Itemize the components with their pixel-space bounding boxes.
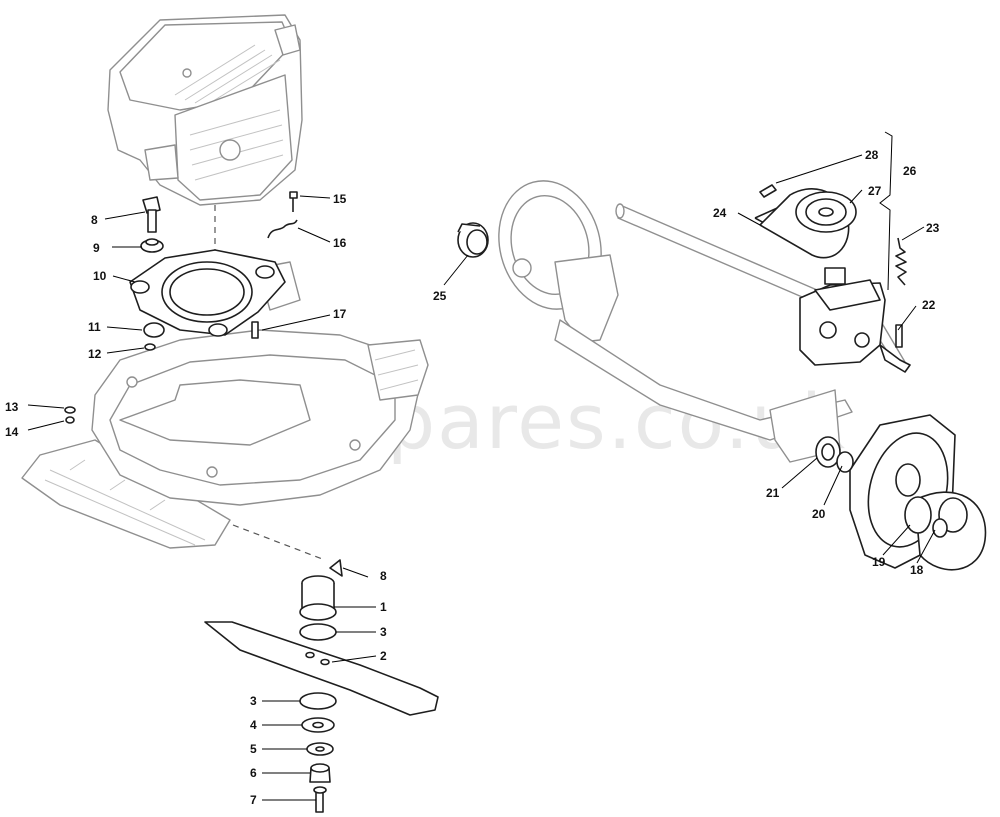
callout-22: 21 bbox=[766, 486, 780, 500]
callout-6: 6 bbox=[250, 766, 257, 780]
wheel-assembly bbox=[815, 414, 987, 571]
blade-assembly bbox=[204, 559, 439, 813]
callout-9: 8 bbox=[91, 213, 98, 227]
callout-8: 8 bbox=[380, 569, 387, 583]
deck-blade-axis-line bbox=[232, 524, 326, 561]
callout-28: 27 bbox=[868, 184, 882, 198]
callout-12: 11 bbox=[88, 320, 101, 334]
callout-11: 10 bbox=[93, 269, 107, 283]
callout-7: 7 bbox=[250, 793, 257, 807]
gearbox bbox=[799, 267, 911, 373]
hub-26 bbox=[457, 222, 489, 258]
callout-10: 9 bbox=[93, 241, 100, 255]
callout-15: 14 bbox=[5, 425, 19, 439]
callout-23: 22 bbox=[922, 298, 936, 312]
engine-fasteners bbox=[64, 191, 298, 424]
callout-24: 23 bbox=[926, 221, 940, 235]
callout-1: 1 bbox=[380, 600, 387, 614]
callout-21: 20 bbox=[812, 507, 826, 521]
callout-13: 12 bbox=[88, 347, 102, 361]
drive-frame bbox=[498, 180, 906, 463]
callout-19: 18 bbox=[910, 563, 924, 577]
group-bracket-27 bbox=[879, 131, 893, 291]
leader-lines bbox=[27, 154, 936, 801]
engine bbox=[107, 14, 303, 206]
callout-29: 28 bbox=[865, 148, 879, 162]
callout-14: 13 bbox=[5, 400, 19, 414]
callout-5: 5 bbox=[250, 742, 257, 756]
callout-27: 26 bbox=[903, 164, 917, 178]
callout-3b: 3 bbox=[250, 694, 257, 708]
callout-25: 24 bbox=[713, 206, 727, 220]
callout-2: 2 bbox=[380, 649, 387, 663]
belt-pulley bbox=[754, 184, 907, 286]
callout-26: 25 bbox=[433, 289, 447, 303]
callout-20: 19 bbox=[872, 555, 886, 569]
mower-deck bbox=[21, 261, 429, 549]
callout-16: 15 bbox=[333, 192, 347, 206]
callout-4: 4 bbox=[250, 718, 257, 732]
callout-3a: 3 bbox=[380, 625, 387, 639]
callout-18: 17 bbox=[333, 307, 347, 321]
engine-flange-plate bbox=[129, 249, 286, 337]
callout-17: 16 bbox=[333, 236, 347, 250]
callout-labels: 8 9 10 11 12 13 14 15 16 17 8 1 3 2 3 4 … bbox=[5, 148, 940, 807]
